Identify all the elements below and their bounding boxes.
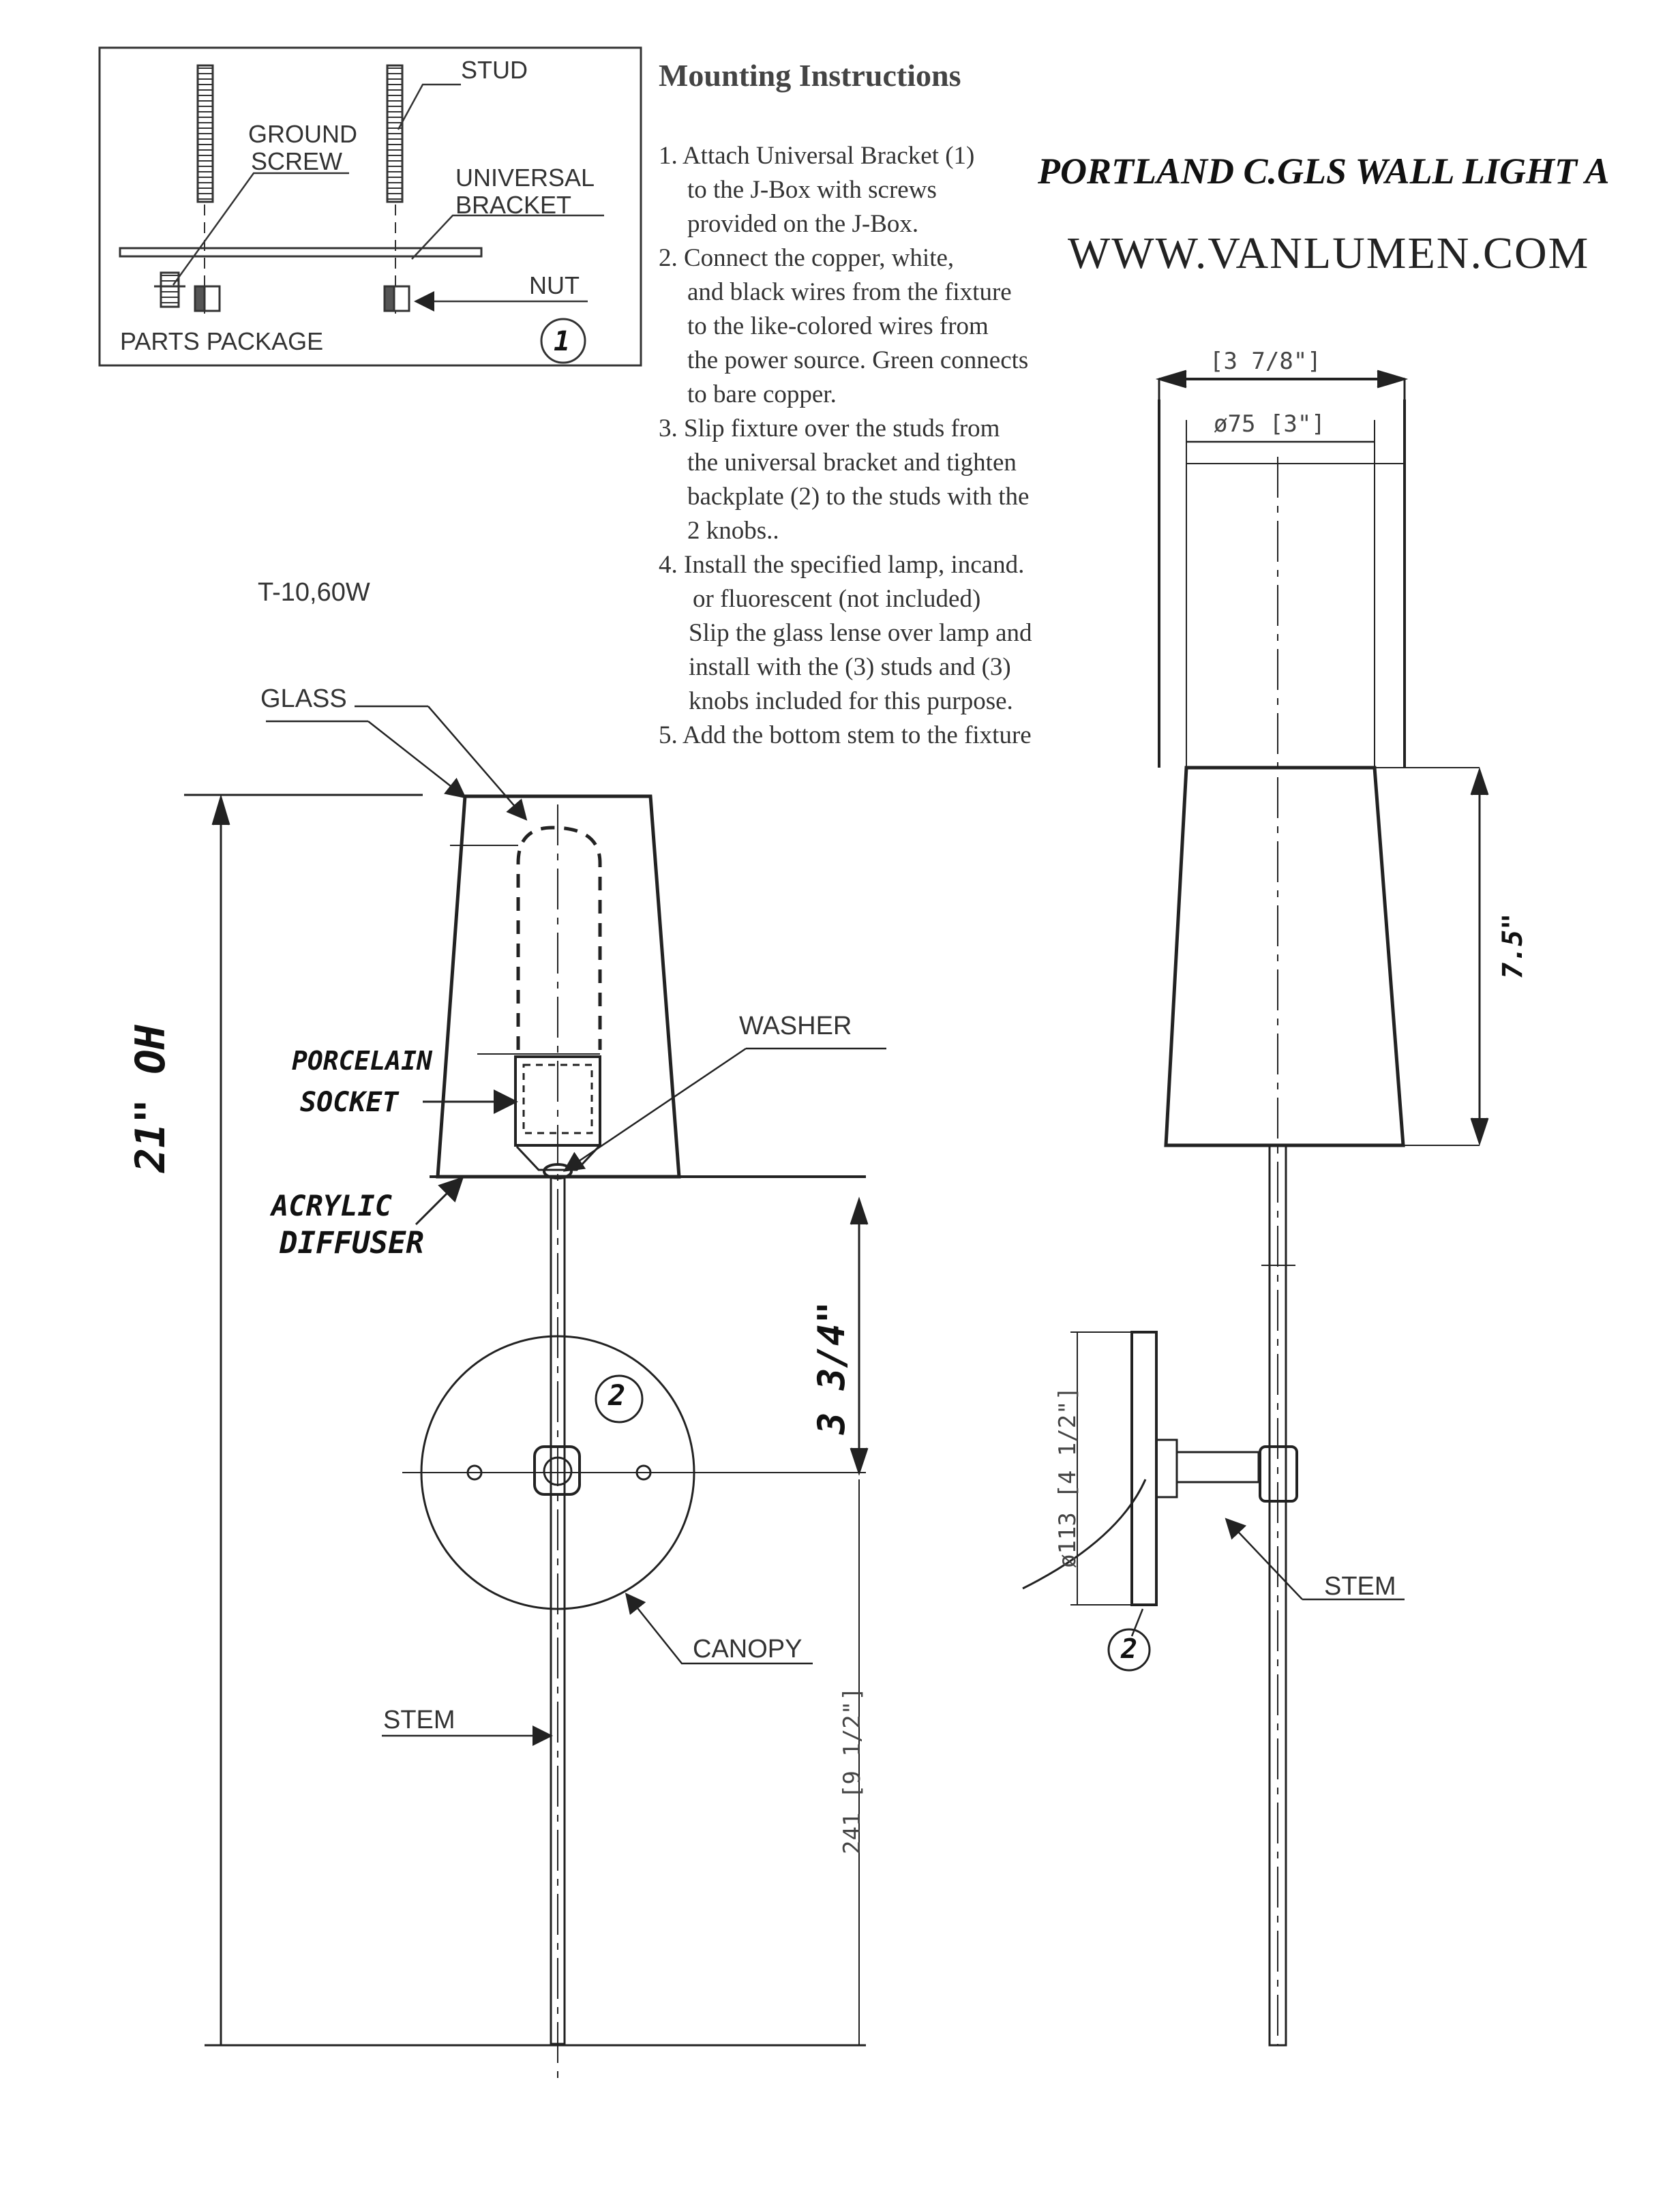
stem-length-label: 241 [9 1/2"]	[839, 1687, 866, 1854]
side-stem-rod	[1268, 1144, 1287, 2047]
side-canopy-plate	[1130, 1331, 1158, 1606]
stud-label: STUD	[461, 56, 528, 84]
canopy-knob	[533, 1445, 581, 1496]
overall-height-label: 21" OH	[127, 1025, 175, 1173]
parts-package-drawing	[98, 46, 642, 367]
stem-label-side: STEM	[1324, 1572, 1396, 1601]
front-view-drawing	[184, 705, 886, 2086]
instruction-line: and black wires from the fixture	[687, 278, 1012, 306]
canopy-diameter-label: ø113 [4 1/2"]	[1054, 1386, 1081, 1568]
instruction-line: to the J-Box with screws	[687, 176, 937, 204]
instruction-line: Slip the glass lense over lamp and	[689, 619, 1032, 647]
callout-circle-2-front	[595, 1374, 644, 1423]
instruction-line: or fluorescent (not included)	[693, 585, 981, 613]
instruction-line: knobs included for this purpose.	[689, 687, 1013, 715]
side-callout-number: 2	[1121, 1633, 1138, 1665]
instruction-line: to bare copper.	[687, 380, 837, 408]
canopy-callout-number: 2	[608, 1378, 626, 1412]
ground-label-line1: GROUND	[248, 120, 357, 148]
side-shade-outline	[1164, 766, 1405, 1147]
instruction-line: 2 knobs..	[687, 517, 779, 545]
canopy-label: CANOPY	[693, 1635, 802, 1663]
instruction-line: 3. Slip fixture over the studs from	[659, 415, 1000, 442]
instruction-line: 2. Connect the copper, white,	[659, 244, 955, 272]
side-view-drawing	[1022, 370, 1489, 2047]
instruction-line: 5. Add the bottom stem to the fixture	[659, 721, 1032, 749]
callout-circle-2-side	[1107, 1628, 1151, 1672]
porcelain-label-line2: SOCKET	[300, 1087, 399, 1118]
instruction-line: to the like-colored wires from	[687, 312, 989, 340]
instruction-line: the universal bracket and tighten	[687, 449, 1017, 477]
ground-label-line2: SCREW	[251, 147, 342, 175]
universal-label-line1: UNIVERSAL	[455, 164, 595, 192]
lamp-label: T-10,60W	[258, 578, 370, 607]
instructions-title: Mounting Instructions	[659, 58, 961, 93]
ground-screw	[160, 271, 180, 308]
parts-package-label: PARTS PACKAGE	[120, 327, 324, 355]
side-stem-clamp	[1259, 1445, 1298, 1503]
universal-bracket-bar	[119, 247, 483, 258]
instruction-line: the power source. Green connects	[687, 346, 1029, 374]
porcelain-label-line1: PORCELAIN	[292, 1046, 432, 1076]
stud-left	[196, 64, 214, 203]
shade-height-label: 7.5"	[1497, 913, 1529, 979]
product-title: PORTLAND C.GLS WALL LIGHT A	[1038, 151, 1610, 192]
callout-circle-1	[540, 318, 586, 364]
callout-number-1: 1	[554, 326, 571, 357]
stem-offset-label: 3 3/4"	[810, 1301, 853, 1434]
acrylic-label-line1: ACRYLIC	[271, 1189, 393, 1222]
parts-box-frame	[98, 46, 642, 367]
nut-label: NUT	[529, 271, 580, 299]
glass-label: GLASS	[260, 684, 347, 713]
lamp-bulb-outline	[516, 826, 602, 1050]
top-width-label: [3 7/8"]	[1210, 348, 1321, 375]
instruction-line: provided on the J-Box.	[687, 210, 919, 238]
website-url: WWW.VANLUMEN.COM	[1068, 228, 1590, 278]
instruction-line: backplate (2) to the studs with the	[687, 483, 1030, 511]
washer-label: WASHER	[739, 1012, 852, 1040]
acrylic-label-line2: DIFFUSER	[280, 1226, 424, 1261]
stem-rod	[550, 1175, 566, 2045]
inner-diameter-label: ø75 [3"]	[1214, 410, 1325, 438]
instruction-line: 1. Attach Universal Bracket (1)	[659, 142, 975, 170]
instruction-line: install with the (3) studs and (3)	[689, 653, 1011, 681]
stud-right	[386, 64, 404, 203]
instruction-line: 4. Install the specified lamp, incand.	[659, 551, 1025, 579]
universal-label-line2: BRACKET	[455, 191, 572, 219]
stem-label-front: STEM	[383, 1706, 455, 1734]
